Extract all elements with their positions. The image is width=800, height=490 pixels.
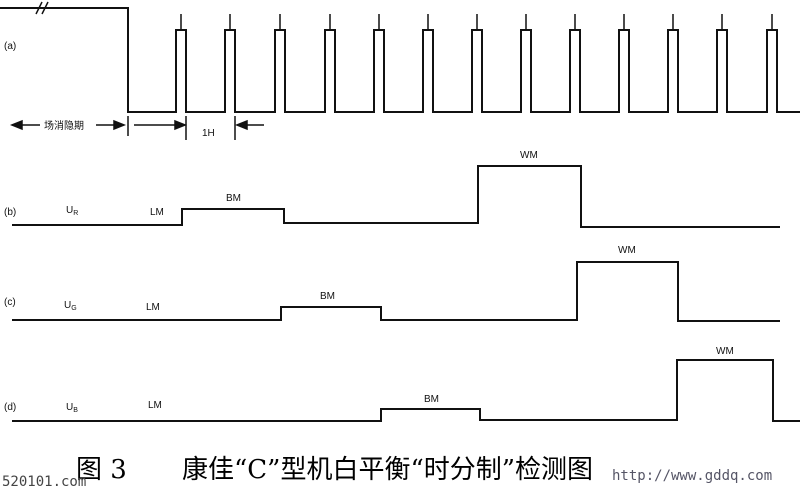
panel-a-label: (a) [4,41,16,52]
waveform-g [12,261,780,322]
watermark-left: 520101.com [2,474,86,490]
level-wm-b: WM [520,150,538,161]
signal-label-b: UB [66,402,78,414]
panel-b-label: (b) [4,207,16,218]
panel-d: (d) UB LM BM WM [4,346,800,422]
level-bm-d: BM [424,394,439,405]
interval-label: 1H [202,128,215,139]
pulse-ticks [180,14,773,30]
signal-label-g: UG [64,300,77,312]
level-bm-c: BM [320,291,335,302]
blanking-period-label: 场消隐期 [44,119,84,132]
panel-c: (c) UG LM BM WM [4,245,780,322]
panel-b: (b) UR LM BM WM [4,150,780,228]
sync-pulse-train [0,7,800,113]
level-wm-d: WM [716,346,734,357]
panel-d-label: (d) [4,402,16,413]
figure-title: 康佳“C”型机白平衡“时分制”检测图 [182,455,593,485]
level-wm-c: WM [618,245,636,256]
level-lm-d: LM [148,400,162,411]
signal-label-r: UR [66,205,78,217]
level-lm-b: LM [150,207,164,218]
level-bm-b: BM [226,193,241,204]
line-interval-marker [134,116,264,140]
panel-c-label: (c) [4,297,16,308]
waveform-b [12,359,800,422]
panel-a: (a) 场消隐期 [0,1,800,140]
figure-number: 图 3 [76,455,127,485]
waveform-r [12,165,780,228]
watermark-right: http://www.gddq.com [612,468,772,484]
blanking-period-arrow [9,116,129,136]
level-lm-c: LM [146,302,160,313]
